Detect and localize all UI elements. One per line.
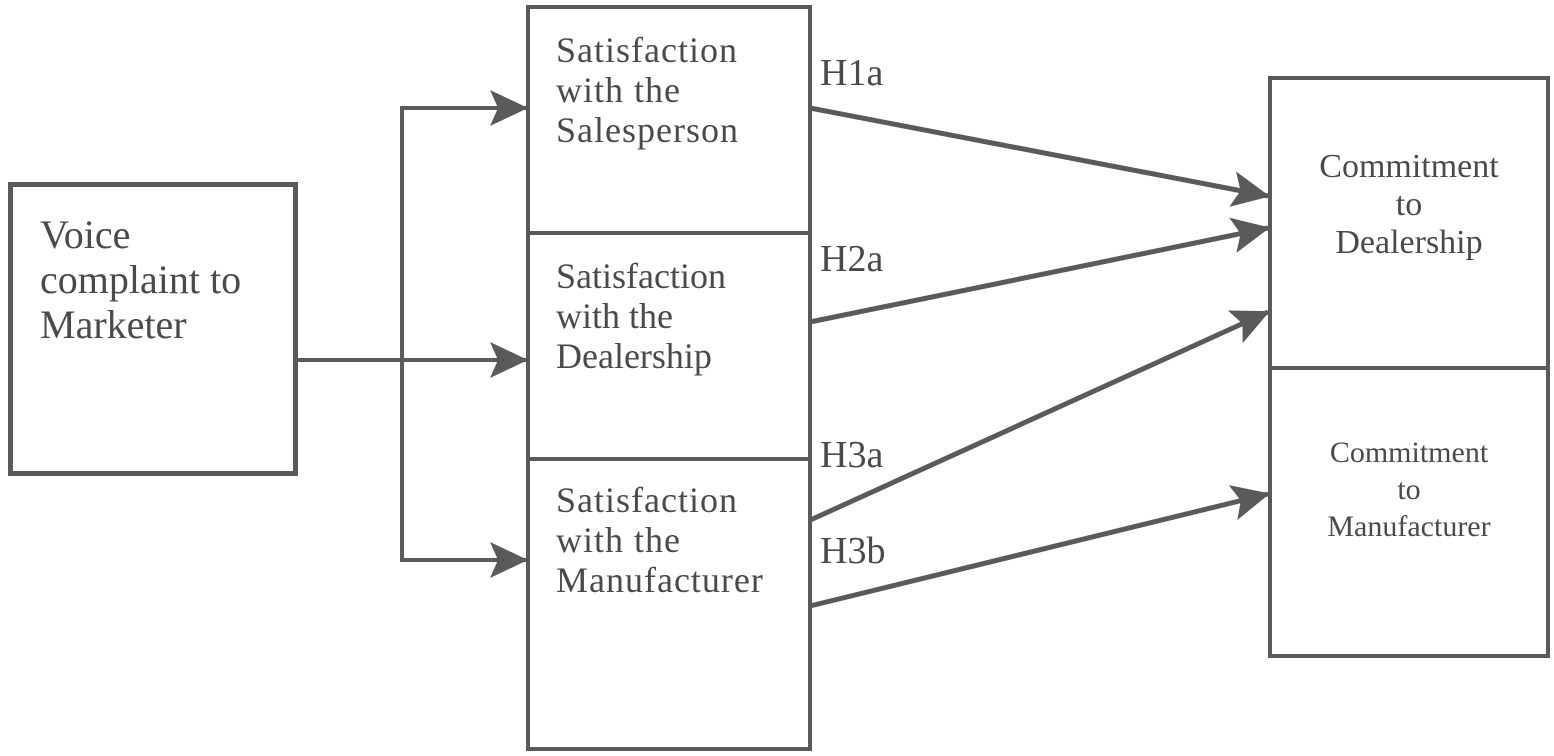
arrow-h3a xyxy=(804,309,1270,525)
hypothesis-label-h2a: H2a xyxy=(820,238,884,280)
hypothesis-label-h3b: H3b xyxy=(820,530,886,572)
sat-dealership-label: Satisfaction with the Dealership xyxy=(556,256,726,376)
hypothesis-label-h3a: H3a xyxy=(820,434,884,476)
sat-salesperson-box xyxy=(526,5,812,235)
arrow-h1a xyxy=(809,105,1270,207)
sat-manufacturer-label: Satisfaction with the Manufacturer xyxy=(556,480,764,600)
arrow-h3b xyxy=(809,485,1270,609)
commit-dealership-label: Commitment to Dealership xyxy=(1319,148,1499,261)
commit-manufacturer-label: Commitment to Manufacturer xyxy=(1327,436,1491,543)
hypothesis-label-h1a: H1a xyxy=(820,52,884,94)
voice-complaint-label: Voice complaint to Marketer xyxy=(40,212,242,347)
sat-salesperson-label: Satisfaction with the Salesperson xyxy=(556,30,739,150)
commit-manufacturer-box xyxy=(1268,366,1550,658)
arrow-h2a xyxy=(809,217,1270,325)
sat-manufacturer-box xyxy=(526,457,812,751)
voice-complaint-box xyxy=(8,182,298,476)
